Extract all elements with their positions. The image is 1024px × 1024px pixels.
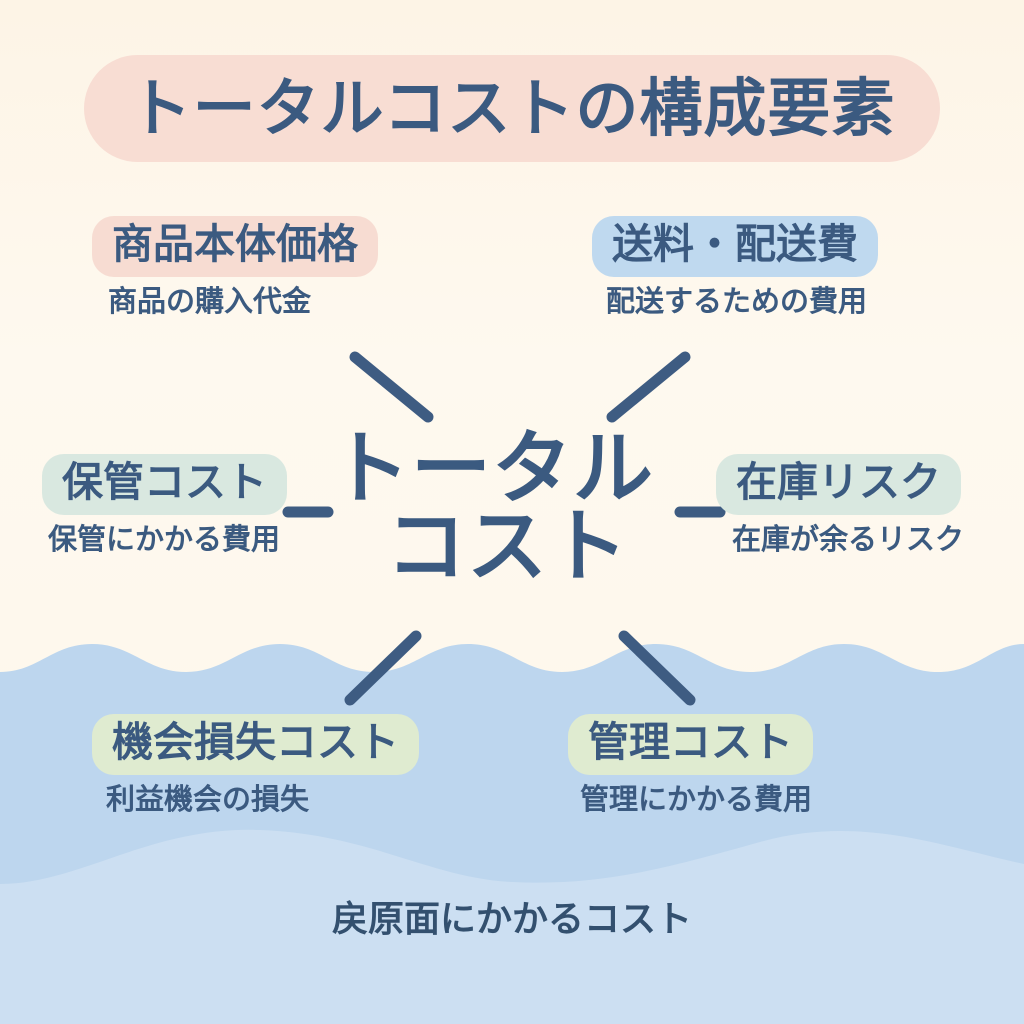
title-pill: トータルコストの構成要素	[84, 55, 940, 162]
node-opportunity-loss[interactable]: 機会損失コスト 利益機会の損失	[92, 714, 419, 816]
node-shipping-cost-description: 配送するための費用	[606, 284, 868, 319]
center-total-cost: トータル コスト	[330, 422, 700, 594]
node-management-cost-description: 管理にかかる費用	[580, 782, 813, 817]
node-management-cost[interactable]: 管理コスト 管理にかかる費用	[568, 714, 813, 816]
node-storage-cost-pill: 保管コスト	[42, 454, 287, 516]
node-opportunity-loss-description: 利益機会の損失	[106, 782, 310, 817]
center-label-line1: トータル	[330, 422, 654, 515]
node-shipping-cost-pill: 送料・配送費	[592, 216, 878, 278]
node-inventory-risk-pill: 在庫リスク	[716, 454, 961, 516]
wave-background-main	[0, 644, 1024, 1024]
page-title: トータルコストの構成要素	[128, 72, 896, 145]
connector-product-price	[349, 351, 434, 423]
node-storage-cost-description: 保管にかかる費用	[48, 522, 281, 557]
node-shipping-cost-label: 送料・配送費	[612, 220, 858, 268]
node-storage-cost[interactable]: 保管コスト 保管にかかる費用	[42, 454, 287, 556]
node-storage-cost-label: 保管コスト	[62, 458, 267, 506]
node-inventory-risk[interactable]: 在庫リスク 在庫が余るリスク	[716, 454, 964, 556]
node-opportunity-loss-label: 機会損失コスト	[112, 718, 399, 766]
connector-opportunity-loss	[344, 630, 422, 706]
node-product-price-label: 商品本体価格	[112, 220, 358, 268]
node-management-cost-label: 管理コスト	[588, 718, 793, 766]
node-management-cost-pill: 管理コスト	[568, 714, 813, 776]
node-product-price-description: 商品の購入代金	[108, 284, 312, 319]
node-shipping-cost[interactable]: 送料・配送費 配送するための費用	[592, 216, 878, 318]
node-product-price[interactable]: 商品本体価格 商品の購入代金	[92, 216, 378, 318]
node-inventory-risk-label: 在庫リスク	[736, 458, 941, 506]
node-inventory-risk-description: 在庫が余るリスク	[732, 522, 965, 557]
connector-management-cost	[618, 630, 696, 706]
node-opportunity-loss-pill: 機会損失コスト	[92, 714, 419, 776]
node-product-price-pill: 商品本体価格	[92, 216, 378, 278]
bottom-caption: 戻原面にかかるコスト	[331, 899, 692, 940]
connector-shipping-cost	[606, 351, 691, 423]
center-label-line2: コスト	[386, 500, 629, 594]
